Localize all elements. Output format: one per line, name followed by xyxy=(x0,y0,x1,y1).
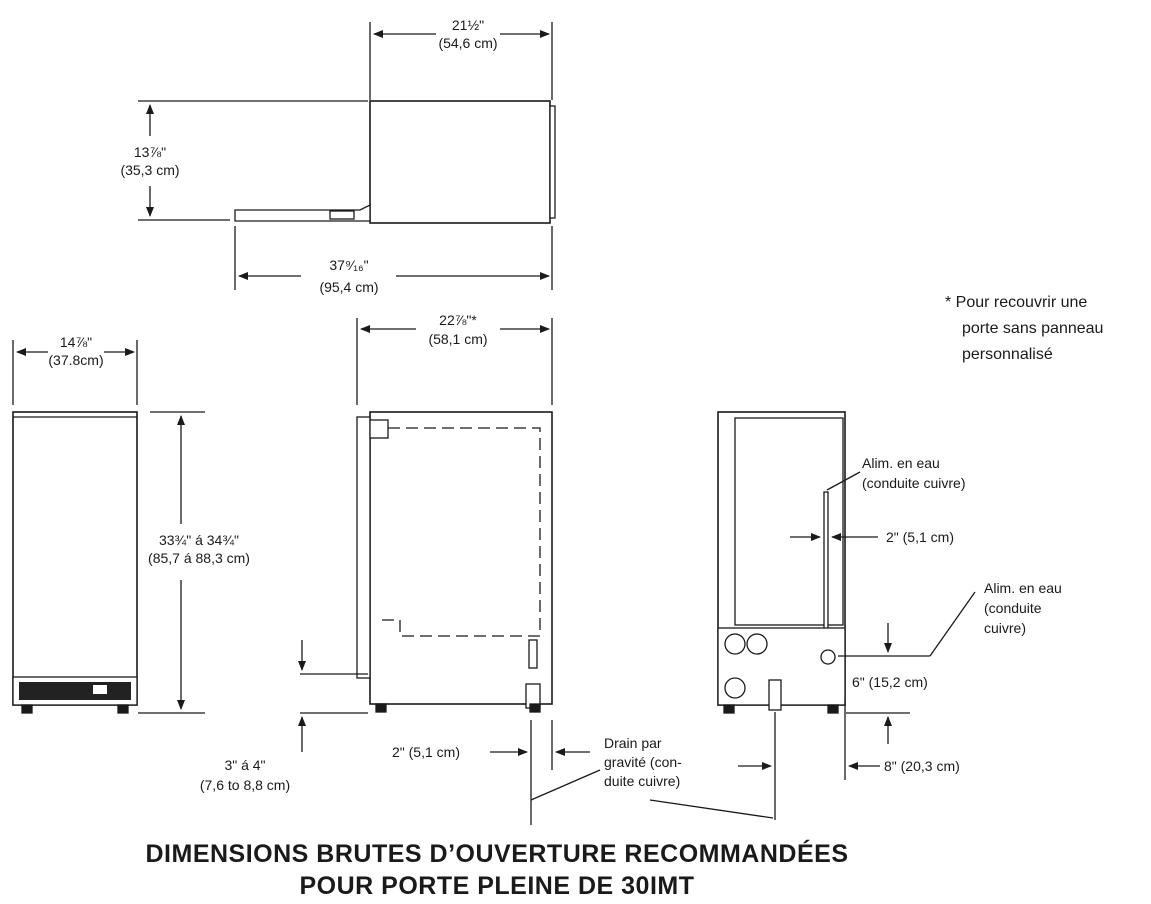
front-height-cm: (85,7 á 88,3 cm) xyxy=(148,550,250,566)
front-view-display xyxy=(93,685,107,694)
side-view-handle xyxy=(369,419,389,439)
leg-range-cm: (7,6 to 8,8 cm) xyxy=(200,777,290,793)
footnote-line-2: porte sans panneau xyxy=(962,320,1103,337)
front-view-foot xyxy=(117,704,129,714)
water-supply-label-2-line-1: Alim. en eau xyxy=(984,580,1062,596)
top-width-cm: (54,6 cm) xyxy=(438,35,497,51)
front-view-cabinet xyxy=(12,411,138,706)
water-supply-label-1-line-1: Alim. en eau xyxy=(862,455,940,471)
top-view xyxy=(138,22,556,290)
rear-view-port xyxy=(724,633,746,655)
leader-line xyxy=(826,471,861,491)
drain-offset-label: 2" (5,1 cm) xyxy=(392,744,460,760)
side-view-foot xyxy=(375,703,387,713)
rear-view-port xyxy=(724,677,746,699)
front-height-inches: 33¾" á 34¾" xyxy=(159,532,239,548)
rear-view-labels: Alim. en eau (conduite cuivre) 2" (5,1 c… xyxy=(852,455,1062,774)
front-view xyxy=(12,340,205,714)
rear-view-port xyxy=(746,633,768,655)
front-width-inches: 14⅞" xyxy=(60,334,92,350)
side-view-cabinet xyxy=(369,411,553,705)
rear-view-water-line xyxy=(823,491,829,633)
rear-view-foot xyxy=(827,704,839,714)
top-view-cabinet xyxy=(369,100,551,224)
side-view-foot xyxy=(529,703,541,713)
side-view-door xyxy=(356,416,371,679)
leader-line xyxy=(530,769,601,801)
top-height-cm: (35,3 cm) xyxy=(120,162,179,178)
side-depth-cm: (58,1 cm) xyxy=(428,331,487,347)
side-offset-label: 8" (20,3 cm) xyxy=(884,758,960,774)
rear-view xyxy=(717,411,976,820)
front-view-vent-grille xyxy=(19,682,131,700)
top-width-inches: 21½" xyxy=(452,17,484,33)
top-depth-inches: 37⁹⁄₁₆" xyxy=(329,257,368,273)
drain-label-line-2: gravité (con- xyxy=(604,754,682,770)
water-supply-label-2-line-3: cuivre) xyxy=(984,620,1026,636)
rear-view-water-inlet xyxy=(820,649,836,665)
top-depth-cm: (95,4 cm) xyxy=(319,279,378,295)
drain-label-line-1: Drain par xyxy=(604,735,662,751)
rear-view-foot xyxy=(723,704,735,714)
title-line-1: DIMENSIONS BRUTES D’OUVERTURE RECOMMANDÉ… xyxy=(146,839,849,868)
title-line-2: POUR PORTE PLEINE DE 30IMT xyxy=(299,872,694,900)
water-supply-label-1-line-2: (conduite cuivre) xyxy=(862,475,966,491)
water-supply-label-2-line-2: (conduite xyxy=(984,600,1042,616)
footnote: * Pour recouvrir une porte sans panneau … xyxy=(945,294,1103,363)
drawing-title: DIMENSIONS BRUTES D’OUVERTURE RECOMMANDÉ… xyxy=(146,839,849,900)
front-view-foot xyxy=(21,704,33,714)
water-offset-label: 2" (5,1 cm) xyxy=(886,529,954,545)
rear-view-drain-stub xyxy=(768,679,782,711)
leg-range-inches: 3" á 4" xyxy=(224,757,265,773)
side-view-labels: 22⅞"* (58,1 cm) 3" á 4" (7,6 to 8,8 cm) … xyxy=(200,312,682,793)
side-view-bin-outline xyxy=(378,427,541,637)
side-depth-inches: 22⅞"* xyxy=(439,312,477,328)
front-view-labels: 14⅞" (37.8cm) 33¾" á 34¾" (85,7 á 88,3 c… xyxy=(48,334,250,566)
footnote-line-3: personnalisé xyxy=(962,346,1053,363)
side-view-drain-fitting xyxy=(528,639,538,669)
top-view-labels: 21½" (54,6 cm) 13⅞" (35,3 cm) 37⁹⁄₁₆" (9… xyxy=(120,17,497,295)
top-height-inches: 13⅞" xyxy=(134,144,166,160)
top-view-door-edge xyxy=(549,105,556,219)
drain-label-line-3: duite cuivre) xyxy=(604,773,680,789)
leader-line xyxy=(929,591,976,657)
front-width-cm: (37.8cm) xyxy=(48,352,103,368)
top-view-hinge xyxy=(329,210,355,220)
side-view xyxy=(298,318,774,825)
footnote-line-1: * Pour recouvrir une xyxy=(945,294,1087,311)
height-offset-label: 6" (15,2 cm) xyxy=(852,674,928,690)
leader-line xyxy=(649,799,774,819)
